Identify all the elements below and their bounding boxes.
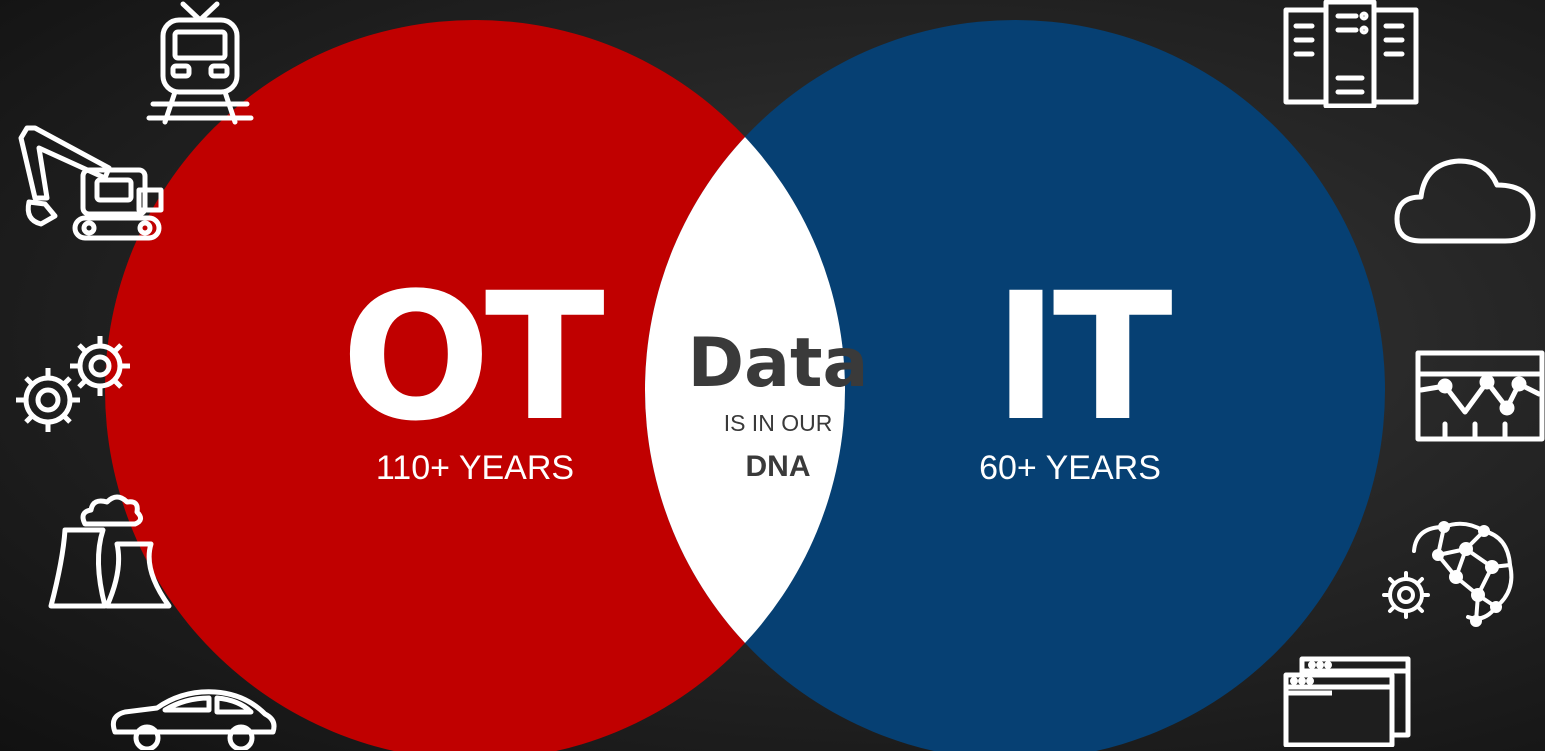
server-rack-icon [1280,0,1430,108]
ot-circle [105,20,845,751]
gears-icon [8,330,143,445]
ai-brain-gear-icon [1380,515,1520,630]
line-chart-icon [1415,350,1545,445]
excavator-icon [15,120,170,245]
data-dna-label: DNA [745,450,811,483]
browser-windows-icon [1282,655,1417,747]
it-years-label: 60+ YEARS [979,449,1161,487]
ot-title: OT [341,255,605,460]
car-icon [105,680,280,750]
ot-years-label: 110+ YEARS [375,449,575,487]
data-subtitle: IS IN OUR [723,410,833,436]
train-icon [145,0,255,125]
cooling-towers-icon [45,490,175,610]
it-title: IT [993,255,1173,460]
it-circle [645,20,1385,751]
cloud-icon [1393,155,1538,247]
data-title: Data [687,324,869,403]
